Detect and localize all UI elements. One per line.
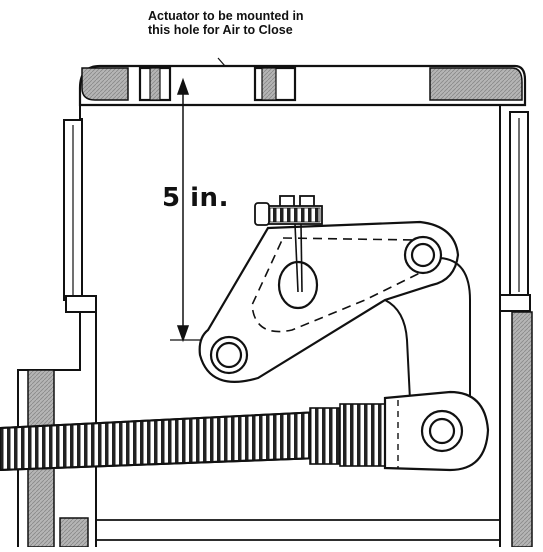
stem-clevis	[383, 390, 490, 472]
right-column	[499, 105, 533, 548]
callout-line-2: this hole for Air to Close	[148, 23, 293, 37]
dimension-label: 5 in.	[162, 183, 229, 213]
actuator-mount-callout: Actuator to be mounted in this hole for …	[148, 9, 408, 37]
threaded-stem	[0, 403, 386, 472]
callout-line-1: Actuator to be mounted in	[148, 9, 304, 23]
clamp-screw	[254, 195, 323, 293]
yoke-top-bar	[78, 57, 527, 107]
connecting-link	[384, 257, 471, 401]
lever-plate	[198, 220, 460, 383]
